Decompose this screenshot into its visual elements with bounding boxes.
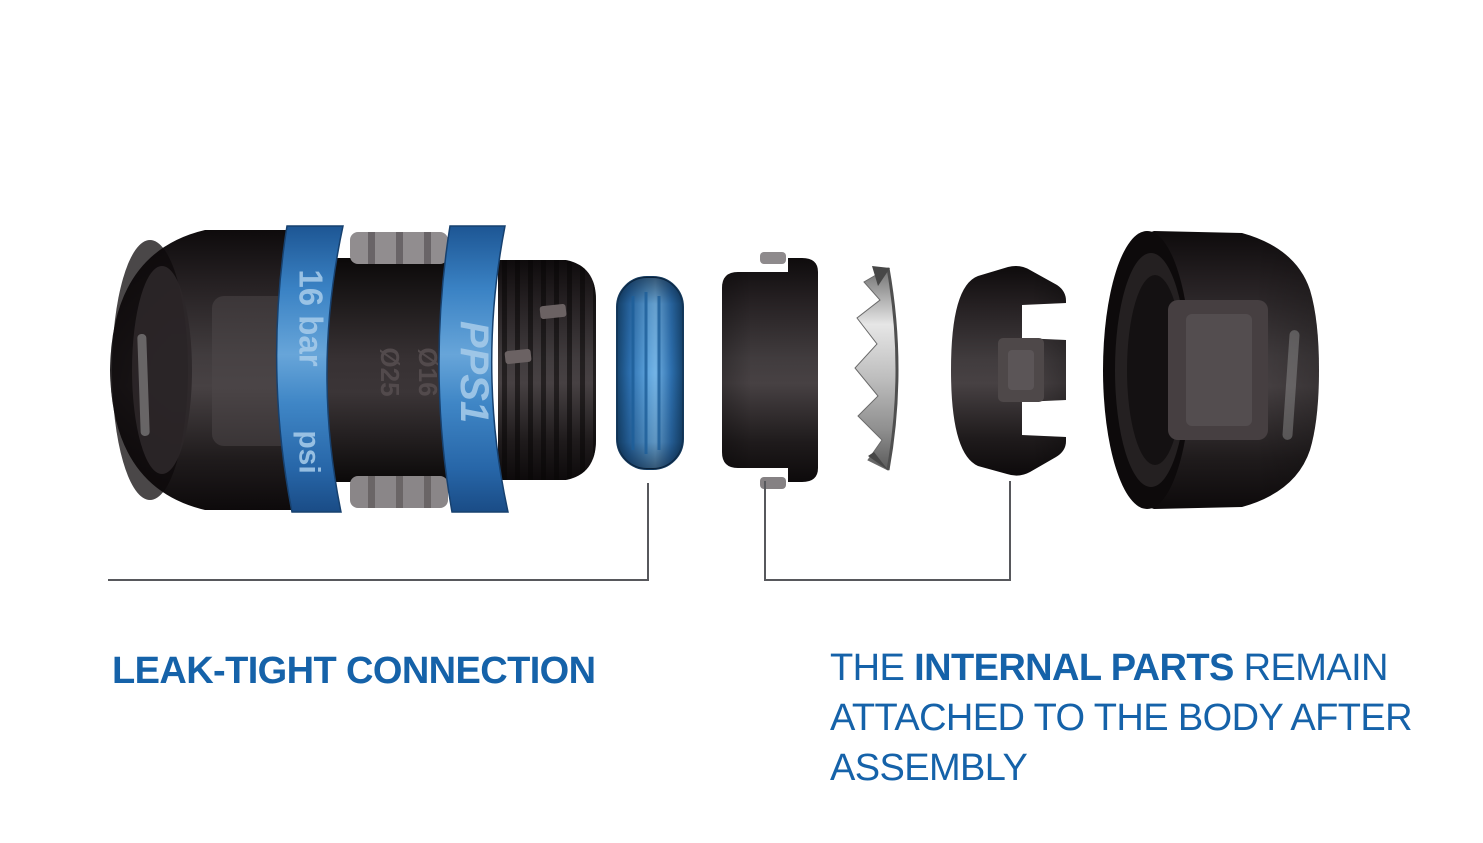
pressure-unit-text: psi xyxy=(293,430,326,473)
pressure-rating-text: 16 bar xyxy=(293,269,330,366)
blue-seal-oring xyxy=(616,276,684,470)
caption-right-line1-pre: THE xyxy=(830,647,915,689)
leader-line-leak-tight xyxy=(108,483,649,581)
body-waist: Ø25 Ø16 xyxy=(315,232,477,508)
caption-leak-tight-connection: LEAK-TIGHT CONNECTION xyxy=(112,650,596,692)
clamp-ring xyxy=(951,266,1066,476)
caption-right-line1-bold: INTERNAL PARTS xyxy=(914,647,1234,689)
leader-bracket-internal-parts xyxy=(764,481,1011,581)
stainless-grip-ring xyxy=(854,266,899,471)
caption-right-line2: ATTACHED TO THE BODY AFTER xyxy=(830,697,1413,739)
diameter-marking-text: Ø25 xyxy=(375,347,405,396)
body-left-cap xyxy=(110,230,318,510)
caption-right-line3: ASSEMBLY xyxy=(830,747,1028,789)
bushing-tab-bottom xyxy=(760,477,786,489)
embossed-marking-stripe xyxy=(137,333,150,436)
end-nut xyxy=(1103,231,1319,509)
body-threaded-end xyxy=(498,260,596,480)
pressure-rating-band: 16 bar psi xyxy=(275,225,344,513)
caption-right-line1-post: REMAIN xyxy=(1233,647,1389,689)
product-series-band: PPS1 xyxy=(438,225,509,513)
product-series-text: PPS1 xyxy=(452,321,496,423)
coupler-body: Ø25 Ø16 16 bar psi PPS1 xyxy=(110,225,596,513)
diameter-marking-secondary-text: Ø16 xyxy=(413,347,443,396)
caption-internal-parts: THE INTERNAL PARTS REMAIN ATTACHED TO TH… xyxy=(830,643,1413,793)
bushing-tab-top xyxy=(760,252,786,264)
embossed-marking-stripe xyxy=(1282,330,1300,440)
bushing xyxy=(722,252,818,489)
